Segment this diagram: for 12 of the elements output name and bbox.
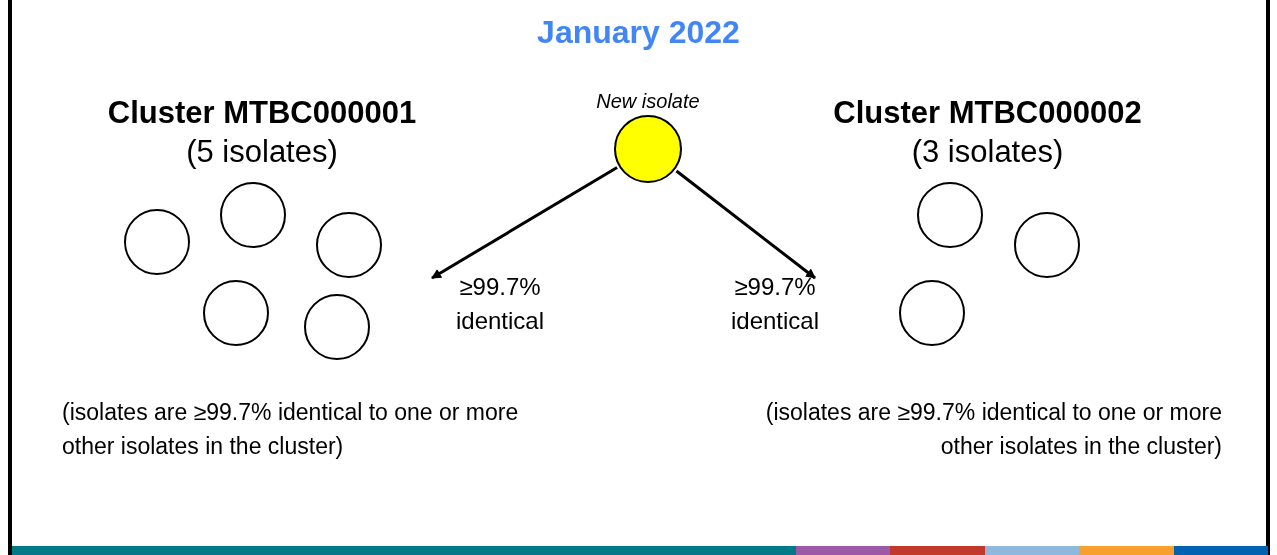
cluster-note: (isolates are ≥99.7% identical to one or more other isolates in the cluster) (764, 398, 1222, 461)
edge-label: ≥99.7% identical (454, 272, 546, 336)
isolate-count: (3 isolates) (910, 132, 1065, 171)
cluster-note: (isolates are ≥99.7% identical to one or more other isolates in the cluster) (62, 398, 520, 461)
cluster-heading: Cluster MTBC000002 (832, 94, 1143, 132)
cluster-heading: Cluster MTBC000001 (106, 94, 418, 132)
arrow (431, 166, 618, 280)
title: January 2022 (536, 13, 741, 52)
isolate-count: (5 isolates) (185, 132, 339, 171)
arrow (675, 169, 816, 280)
edge-label: ≥99.7% identical (729, 272, 821, 336)
node-caption: New isolate (595, 89, 701, 114)
